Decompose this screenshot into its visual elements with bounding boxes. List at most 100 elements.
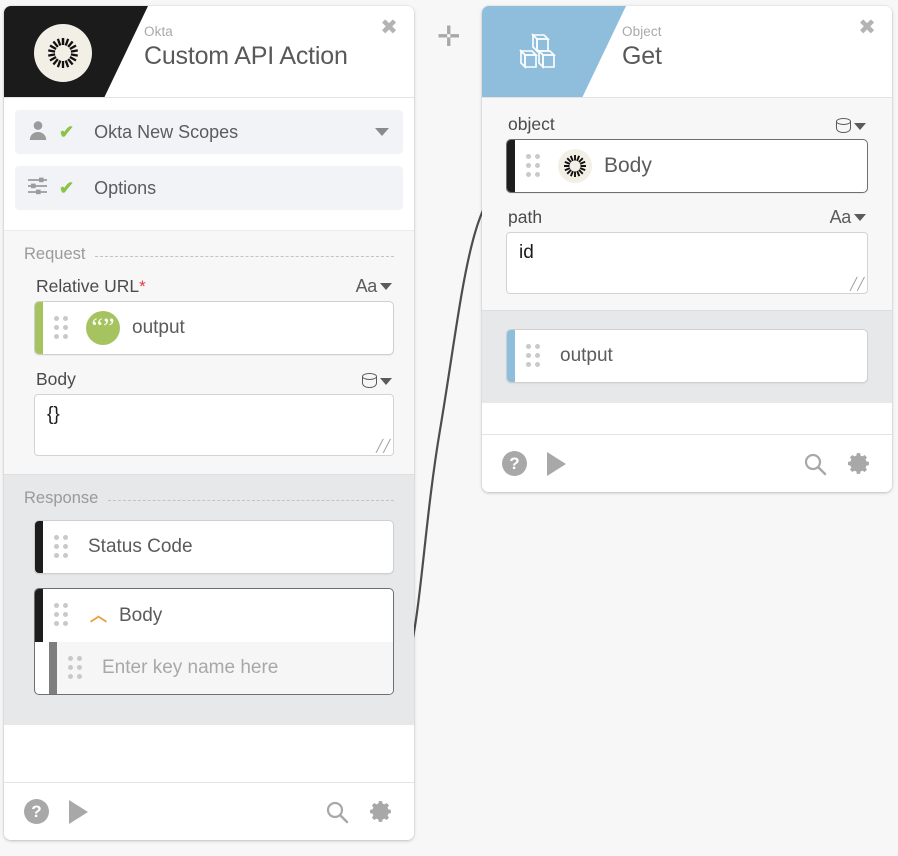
row-label: Body bbox=[119, 604, 163, 626]
type-selector-text[interactable]: Aa bbox=[830, 207, 866, 228]
output-section: output bbox=[482, 310, 892, 403]
status-check-icon: ✔ bbox=[59, 178, 75, 198]
close-icon[interactable]: ✖ bbox=[380, 15, 398, 39]
section-divider bbox=[95, 256, 394, 257]
person-icon bbox=[27, 119, 49, 146]
chevron-down-icon[interactable] bbox=[375, 128, 389, 136]
run-button[interactable] bbox=[547, 451, 566, 476]
okta-logo-icon bbox=[558, 149, 592, 183]
field-label: path bbox=[508, 207, 543, 227]
card-header: Object Get ✖ bbox=[482, 6, 892, 98]
section-title: Response bbox=[24, 489, 99, 507]
token-label: Body bbox=[604, 154, 652, 177]
drag-handle-icon[interactable] bbox=[54, 534, 76, 558]
card-footer: ? bbox=[482, 434, 892, 492]
request-body-value: {} bbox=[47, 404, 60, 425]
type-selector-text[interactable]: Aa bbox=[356, 276, 392, 297]
resize-handle-icon[interactable]: ╱╱ bbox=[376, 439, 391, 453]
relative-url-token-row[interactable]: “” output bbox=[34, 301, 394, 355]
sliders-icon bbox=[27, 175, 49, 202]
page-title: Custom API Action bbox=[144, 42, 348, 70]
request-body-input[interactable]: {} ╱╱ bbox=[34, 394, 394, 456]
card-header: Okta Custom API Action ✖ bbox=[4, 6, 414, 98]
field-label: object bbox=[508, 114, 555, 134]
response-body-new-key-row[interactable]: Enter key name here bbox=[49, 642, 393, 694]
row-accent-bar bbox=[507, 330, 515, 382]
search-icon bbox=[326, 801, 349, 823]
resize-handle-icon[interactable]: ╱╱ bbox=[850, 277, 865, 291]
header-banner bbox=[482, 6, 626, 98]
row-accent-bar bbox=[49, 642, 57, 694]
field-label: Body bbox=[36, 369, 76, 389]
app-name: Object bbox=[622, 24, 662, 39]
path-input[interactable]: id ╱╱ bbox=[506, 232, 868, 294]
settings-button[interactable] bbox=[369, 799, 394, 824]
path-value: id bbox=[519, 242, 534, 263]
response-section-header: Response bbox=[24, 489, 394, 508]
connector-settings-list: ✔ Okta New Scopes ✔ Options bbox=[4, 98, 414, 230]
type-selector-object[interactable] bbox=[362, 372, 392, 390]
request-section-header: Request bbox=[24, 245, 394, 264]
object-get-card: Object Get ✖ object bbox=[482, 6, 892, 492]
token-label: output bbox=[132, 317, 185, 338]
response-row-status-code[interactable]: Status Code bbox=[34, 520, 394, 574]
search-button[interactable] bbox=[325, 800, 349, 824]
okta-logo-icon bbox=[32, 22, 94, 84]
row-label: Status Code bbox=[88, 536, 193, 557]
chevron-down-icon bbox=[380, 283, 392, 290]
close-icon[interactable]: ✖ bbox=[858, 15, 876, 39]
field-object: object bbox=[506, 114, 868, 193]
drag-handle-icon[interactable] bbox=[526, 343, 548, 367]
help-button[interactable]: ? bbox=[502, 451, 527, 476]
app-name: Okta bbox=[144, 24, 173, 39]
header-divider bbox=[4, 97, 414, 98]
sidebar-item-label: Okta New Scopes bbox=[94, 121, 239, 142]
field-path: path Aa id ╱╱ bbox=[506, 207, 868, 294]
drag-handle-icon[interactable] bbox=[68, 655, 90, 679]
settings-button[interactable] bbox=[847, 451, 872, 476]
sidebar-item-options[interactable]: ✔ Options bbox=[15, 166, 403, 210]
sidebar-item-okta-new-scopes[interactable]: ✔ Okta New Scopes bbox=[15, 110, 403, 154]
row-accent-bar bbox=[35, 521, 43, 573]
type-selector-object[interactable] bbox=[836, 117, 866, 135]
cylinder-icon bbox=[836, 117, 851, 135]
cubes-icon bbox=[510, 22, 572, 84]
response-section: Response Status Code ︿ Body Enter key na… bbox=[4, 474, 414, 725]
page-title: Get bbox=[622, 42, 662, 70]
header-text: Okta Custom API Action bbox=[144, 24, 348, 73]
help-button[interactable]: ? bbox=[24, 799, 49, 824]
object-token-row[interactable]: Body bbox=[506, 139, 868, 193]
type-selector-label: Aa bbox=[355, 276, 378, 296]
drag-handle-icon[interactable] bbox=[526, 153, 548, 177]
custom-api-action-card: Okta Custom API Action ✖ ✔ Okta New Scop… bbox=[4, 6, 414, 840]
row-accent-bar bbox=[35, 302, 43, 354]
drag-handle-icon[interactable] bbox=[54, 315, 76, 339]
sidebar-item-label: Options bbox=[94, 177, 157, 198]
drag-handle-icon[interactable] bbox=[54, 603, 76, 627]
chevron-down-icon bbox=[854, 214, 866, 221]
section-divider bbox=[108, 500, 394, 501]
search-button[interactable] bbox=[803, 452, 827, 476]
response-body-children: Enter key name here bbox=[34, 642, 394, 695]
card-footer: ? bbox=[4, 782, 414, 840]
field-label-wrap: Relative URL* bbox=[36, 276, 146, 297]
chevron-down-icon bbox=[854, 122, 866, 130]
type-selector-label: Aa bbox=[829, 207, 852, 227]
add-step-icon[interactable]: ✛ bbox=[437, 20, 461, 53]
field-request-body: Body {} ╱╱ bbox=[24, 369, 394, 456]
output-row[interactable]: output bbox=[506, 329, 868, 383]
key-name-input[interactable]: Enter key name here bbox=[102, 657, 279, 678]
chevron-up-icon[interactable]: ︿ bbox=[90, 606, 107, 625]
row-accent-bar bbox=[507, 140, 515, 192]
help-icon: ? bbox=[24, 799, 49, 824]
output-label: output bbox=[560, 345, 613, 366]
cylinder-icon bbox=[362, 372, 377, 390]
run-button[interactable] bbox=[69, 799, 88, 824]
header-text: Object Get bbox=[622, 24, 662, 73]
chevron-down-icon bbox=[380, 377, 392, 385]
string-type-icon: “” bbox=[86, 311, 120, 345]
row-accent-bar bbox=[35, 589, 43, 642]
gear-icon bbox=[848, 453, 869, 474]
field-relative-url: Relative URL* Aa “” output bbox=[24, 276, 394, 355]
response-row-body[interactable]: ︿ Body bbox=[34, 588, 394, 642]
